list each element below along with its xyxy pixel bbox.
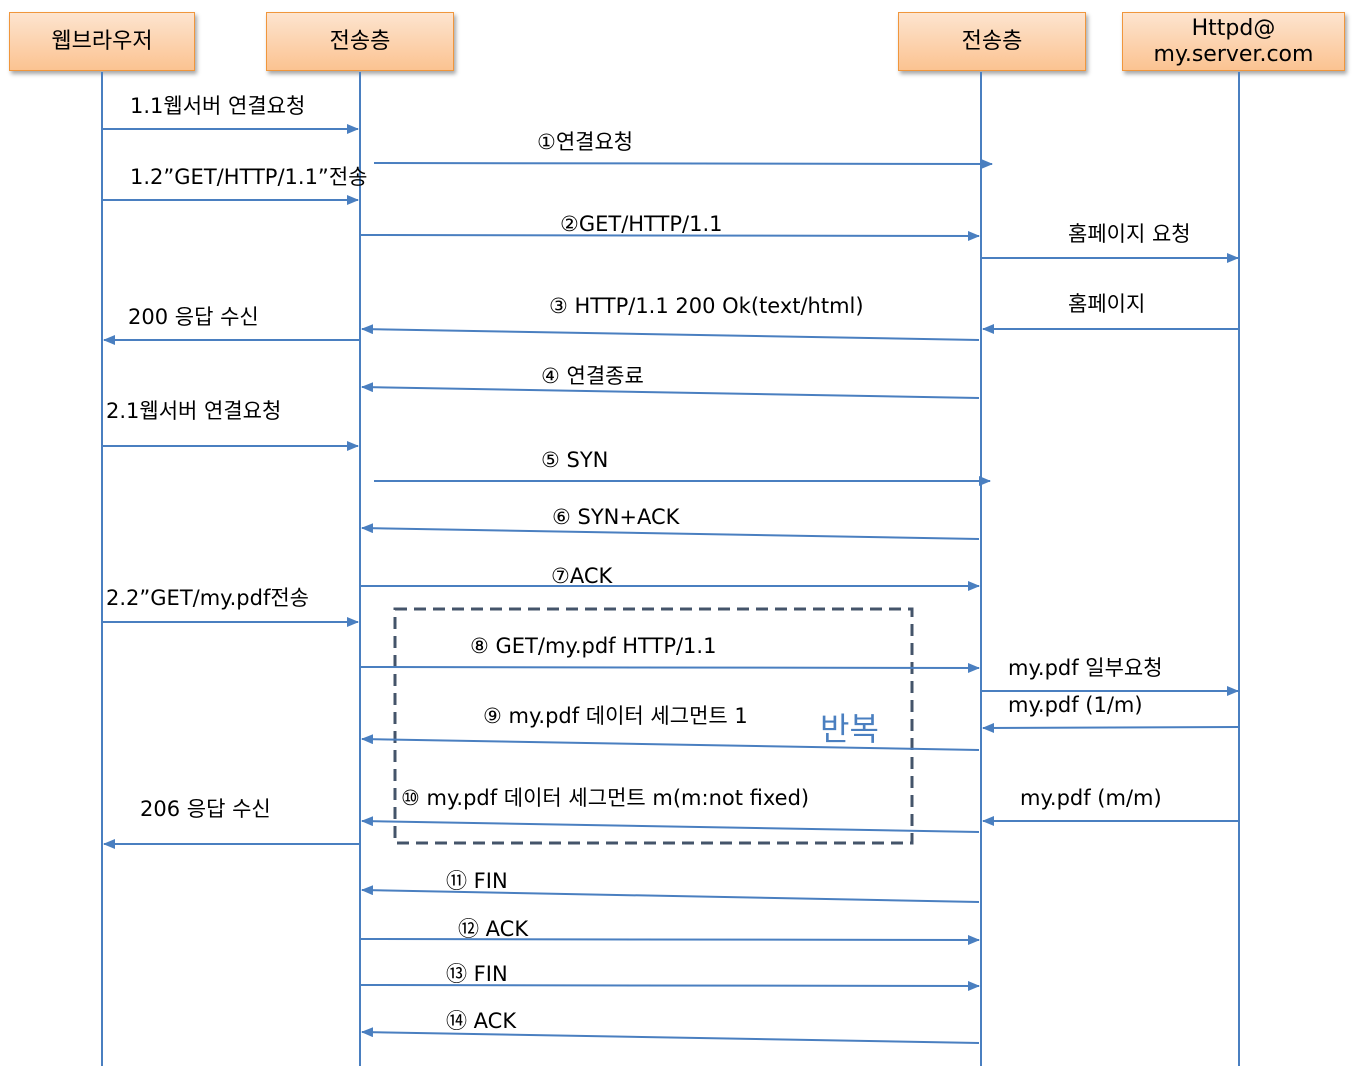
message-label: ③ HTTP/1.1 200 Ok(text/html) <box>549 294 864 318</box>
message-label: 2.2”GET/my.pdf전송 <box>106 586 309 610</box>
message-arrow <box>359 230 980 241</box>
participant-label: 웹브라우저 <box>51 28 153 54</box>
message-arrow <box>359 662 980 673</box>
message-label: ⑩ my.pdf 데이터 세그먼트 m(m:not fixed) <box>401 786 809 810</box>
message-label: ⑭ ACK <box>446 1009 517 1033</box>
participant-transport-layer-server: 전송층 <box>898 12 1086 71</box>
message-label: 2.1웹서버 연결요청 <box>106 399 281 423</box>
participant-label: Httpd@ my.server.com <box>1153 16 1314 67</box>
message-label: my.pdf (m/m) <box>1020 786 1162 810</box>
message-label: ②GET/HTTP/1.1 <box>560 212 722 236</box>
message-label: ⑪ FIN <box>446 869 508 893</box>
message-label: 200 응답 수신 <box>128 305 259 329</box>
message-arrow <box>361 734 980 751</box>
message-label: ⑧ GET/my.pdf HTTP/1.1 <box>470 634 716 658</box>
message-label: ⑨ my.pdf 데이터 세그먼트 1 <box>483 704 748 728</box>
participant-transport-layer-client: 전송층 <box>266 12 454 71</box>
message-arrow <box>982 722 1240 733</box>
message-label: ⑬ FIN <box>446 962 508 986</box>
participant-label: 전송층 <box>329 28 391 54</box>
message-label: 1.1웹서버 연결요청 <box>130 94 305 118</box>
message-label: my.pdf 일부요청 <box>1008 656 1163 680</box>
participant-browser: 웹브라우저 <box>9 12 195 71</box>
message-arrow <box>373 158 993 169</box>
message-arrow <box>361 523 980 540</box>
message-label: 홈페이지 <box>1068 292 1145 316</box>
message-arrow <box>361 382 980 399</box>
message-arrow <box>361 324 980 341</box>
message-label: ①연결요청 <box>537 130 633 154</box>
message-label: ④ 연결종료 <box>541 364 644 388</box>
message-arrow <box>361 1027 980 1044</box>
message-label: 1.2”GET/HTTP/1.1”전송 <box>130 165 367 189</box>
message-label: ⑤ SYN <box>541 448 608 472</box>
message-label: 홈페이지 요청 <box>1068 222 1191 246</box>
repeat-label: 반복 <box>820 710 879 748</box>
message-label: ⑫ ACK <box>458 917 529 941</box>
message-arrow <box>361 816 980 833</box>
message-label: my.pdf (1/m) <box>1008 693 1143 717</box>
participant-label: 전송층 <box>961 28 1023 54</box>
message-arrow <box>359 934 980 945</box>
message-label: ⑦ACK <box>551 564 613 588</box>
repeat-box <box>393 607 914 845</box>
message-arrow <box>359 980 980 991</box>
message-arrow <box>361 885 980 903</box>
message-label: 206 응답 수신 <box>140 797 271 821</box>
participant-httpd: Httpd@ my.server.com <box>1122 12 1345 71</box>
message-label: ⑥ SYN+ACK <box>552 505 681 529</box>
